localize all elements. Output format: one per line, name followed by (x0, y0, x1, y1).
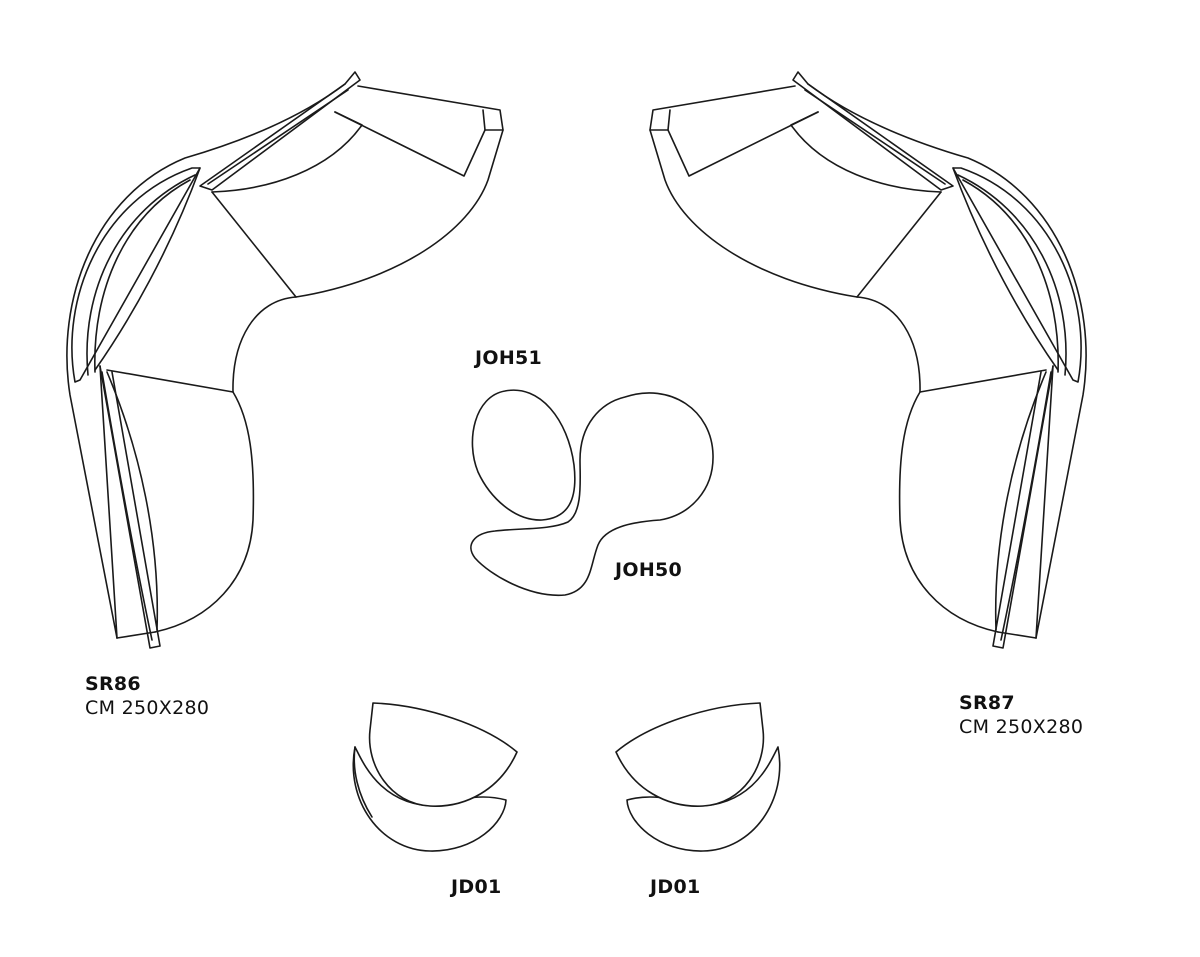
label-sr86: SR86 CM 250X280 (85, 672, 209, 720)
sofa-sr87 (649, 71, 1087, 649)
module-code: JOH51 (475, 347, 543, 369)
label-jd01-left: JD01 (451, 875, 501, 899)
pouf-jd01-right (615, 702, 781, 852)
module-size: CM 250X280 (85, 697, 210, 719)
label-jd01-right: JD01 (650, 875, 700, 899)
sofa-sr86 (66, 71, 504, 649)
ottoman-joh51 (471, 389, 576, 521)
module-size: CM 250X280 (959, 716, 1084, 738)
module-code: SR86 (85, 673, 141, 695)
label-joh51: JOH51 (475, 346, 542, 370)
module-code: SR87 (959, 692, 1015, 714)
module-code: JD01 (650, 876, 701, 898)
label-joh50: JOH50 (615, 558, 682, 582)
pouf-jd01-left (352, 702, 518, 852)
module-code: JOH50 (615, 559, 683, 581)
label-sr87: SR87 CM 250X280 (959, 691, 1083, 739)
module-code: JD01 (451, 876, 502, 898)
ottoman-joh50 (470, 392, 714, 596)
